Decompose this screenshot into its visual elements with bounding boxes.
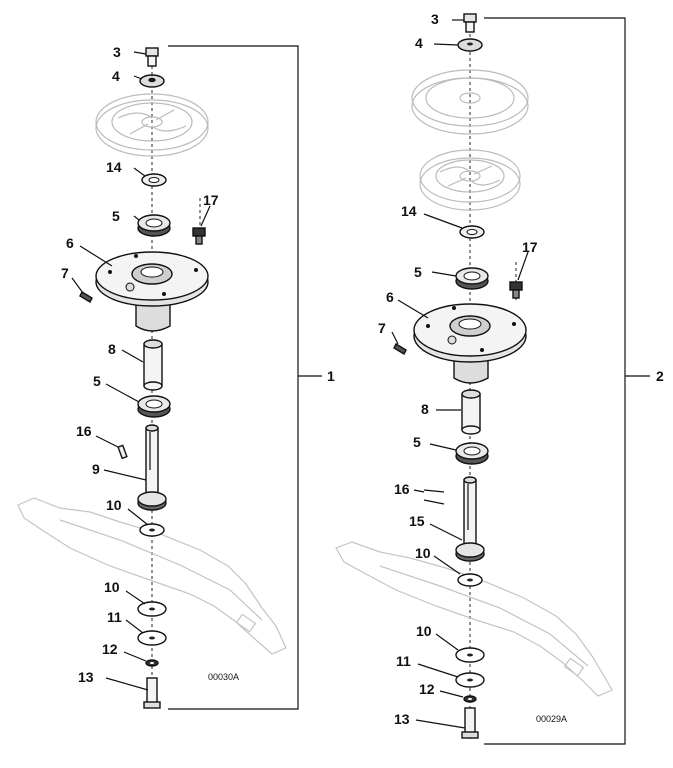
drawing-code-2: 00029A bbox=[536, 714, 567, 724]
callout-labels: 3 4 14 17 5 6 7 8 5 16 15 10 10 11 12 13 bbox=[378, 11, 538, 727]
bolt-part-3 bbox=[463, 13, 477, 33]
callout-10: 10 bbox=[416, 623, 432, 639]
spindle-housing-part-6 bbox=[413, 303, 527, 384]
assembly-number-1: 1 bbox=[327, 368, 335, 384]
washer-part-4 bbox=[139, 74, 165, 88]
callout-16: 16 bbox=[394, 481, 410, 497]
callout-9: 9 bbox=[92, 461, 100, 477]
callout-6: 6 bbox=[66, 235, 74, 251]
drawing-code-1: 00030A bbox=[208, 672, 239, 682]
bolt-part-3 bbox=[145, 47, 159, 67]
bearing-part-5-upper bbox=[137, 214, 171, 237]
callout-10: 10 bbox=[415, 545, 431, 561]
spindle-shaft-part-9 bbox=[137, 424, 167, 511]
washer-part-10-upper bbox=[139, 523, 165, 537]
mower-blade bbox=[17, 497, 287, 655]
grease-fitting-part-7 bbox=[393, 343, 407, 355]
callout-11: 11 bbox=[396, 653, 411, 669]
key-part-16 bbox=[117, 444, 128, 460]
mower-blade bbox=[335, 541, 613, 697]
spacer-part-8 bbox=[143, 339, 163, 391]
callout-13: 13 bbox=[394, 711, 410, 727]
lock-washer-part-12 bbox=[463, 695, 477, 703]
leader-lines bbox=[71, 51, 211, 691]
callout-7: 7 bbox=[61, 265, 69, 281]
washer-part-10-lower bbox=[455, 647, 485, 663]
washer-part-11 bbox=[455, 672, 485, 688]
callout-7: 7 bbox=[378, 320, 386, 336]
callout-5: 5 bbox=[112, 208, 120, 224]
callout-15: 15 bbox=[409, 513, 425, 529]
assembly-bracket bbox=[484, 17, 626, 745]
callout-12: 12 bbox=[102, 641, 118, 657]
assembly-1: 3 4 14 5 17 6 7 8 5 16 9 10 10 11 12 13 … bbox=[17, 44, 335, 710]
callout-11: 11 bbox=[107, 609, 122, 625]
keys-part-16 bbox=[423, 489, 445, 505]
pulley bbox=[95, 93, 209, 157]
callout-5: 5 bbox=[413, 434, 421, 450]
callout-4: 4 bbox=[415, 35, 423, 51]
washer-part-4 bbox=[457, 38, 483, 52]
callout-8: 8 bbox=[421, 401, 429, 417]
callout-6: 6 bbox=[386, 289, 394, 305]
washer-part-11 bbox=[137, 630, 167, 646]
callout-5: 5 bbox=[414, 264, 422, 280]
callout-13: 13 bbox=[78, 669, 94, 685]
leader-lines bbox=[391, 19, 529, 729]
callout-16: 16 bbox=[76, 423, 92, 439]
callout-5: 5 bbox=[93, 373, 101, 389]
callout-14: 14 bbox=[401, 203, 417, 219]
callout-labels: 3 4 14 5 17 6 7 8 5 16 9 10 10 11 12 13 bbox=[61, 44, 219, 685]
pulley-lower bbox=[419, 149, 521, 211]
callout-17: 17 bbox=[522, 239, 538, 255]
assembly-2: 3 4 14 17 5 6 7 8 5 16 15 10 10 11 12 13… bbox=[335, 11, 664, 745]
bolt-part-17 bbox=[509, 281, 523, 299]
lock-washer-part-12 bbox=[145, 659, 159, 667]
callout-14: 14 bbox=[106, 159, 122, 175]
bolt-part-17 bbox=[192, 227, 206, 245]
spacer-part-8 bbox=[461, 389, 481, 435]
washer-part-10-lower bbox=[137, 601, 167, 617]
seal-part-14 bbox=[141, 173, 167, 187]
grease-fitting-part-7 bbox=[79, 291, 93, 303]
callout-3: 3 bbox=[431, 11, 439, 27]
callout-12: 12 bbox=[419, 681, 435, 697]
callout-10: 10 bbox=[104, 579, 120, 595]
callout-3: 3 bbox=[113, 44, 121, 60]
pulley-upper bbox=[411, 69, 529, 135]
bolt-part-13 bbox=[461, 707, 479, 739]
assembly-number-2: 2 bbox=[656, 368, 664, 384]
callout-17: 17 bbox=[203, 192, 219, 208]
callout-4: 4 bbox=[112, 68, 120, 84]
seal-part-14 bbox=[459, 225, 485, 239]
bearing-part-5-lower bbox=[137, 395, 171, 418]
bearing-part-5-upper bbox=[455, 267, 489, 290]
washer-part-10-upper bbox=[457, 573, 483, 587]
bearing-part-5-lower bbox=[455, 442, 489, 465]
callout-10: 10 bbox=[106, 497, 122, 513]
spindle-shaft-part-15 bbox=[455, 476, 485, 562]
assembly-bracket bbox=[168, 45, 299, 710]
callout-8: 8 bbox=[108, 341, 116, 357]
spindle-housing-part-6 bbox=[95, 251, 209, 332]
bolt-part-13 bbox=[143, 677, 161, 709]
